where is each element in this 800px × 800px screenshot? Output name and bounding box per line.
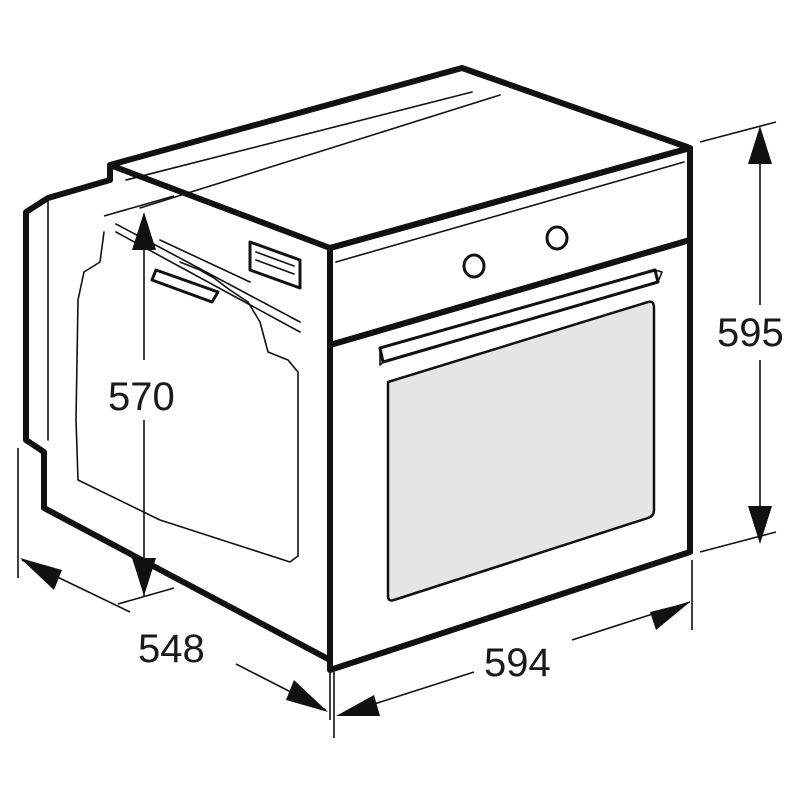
side-cavity-rail xyxy=(150,268,220,304)
oven-top-panel xyxy=(107,65,693,251)
depth-label: 548 xyxy=(138,627,205,671)
dimension-inner-height: 570 xyxy=(103,195,175,605)
knob-left-icon xyxy=(462,253,486,279)
dimension-width: 594 xyxy=(333,560,693,738)
door-glass-window xyxy=(386,300,656,602)
oven-side-inner-edge xyxy=(25,197,49,453)
oven-front-door xyxy=(327,237,693,673)
knob-right-icon xyxy=(545,225,569,251)
height-label: 595 xyxy=(717,311,784,355)
side-vent-plate xyxy=(248,240,302,290)
side-cavity-outline xyxy=(75,231,299,563)
side-vent-inner xyxy=(255,251,295,275)
oven-side-panel xyxy=(23,162,333,663)
oven-top-inner-line xyxy=(125,91,501,209)
oven-control-panel-top-edge xyxy=(335,161,685,263)
width-label: 594 xyxy=(484,641,551,685)
inner-height-label: 570 xyxy=(108,375,175,419)
door-handle-shadow xyxy=(379,269,663,366)
dimension-height: 595 xyxy=(699,121,784,553)
dimension-depth: 548 xyxy=(17,448,331,720)
